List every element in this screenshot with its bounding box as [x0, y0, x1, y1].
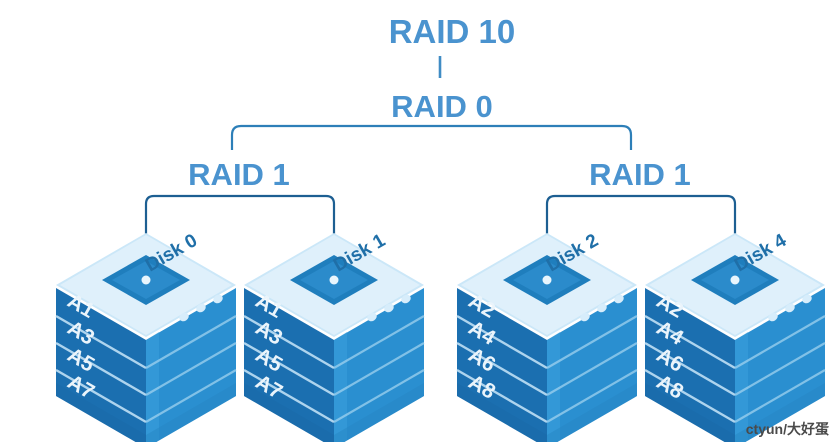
raid0-title: RAID 0 [391, 89, 493, 124]
raid10-title: RAID 10 [389, 13, 516, 50]
raid1-right-title: RAID 1 [589, 157, 691, 192]
raid1-left-title: RAID 1 [188, 157, 290, 192]
raid1-left-bracket [144, 194, 336, 272]
raid0-bracket [230, 124, 633, 150]
watermark-text: ctyun/大好蛋 [746, 421, 829, 437]
raid1-right-bracket [545, 194, 737, 272]
